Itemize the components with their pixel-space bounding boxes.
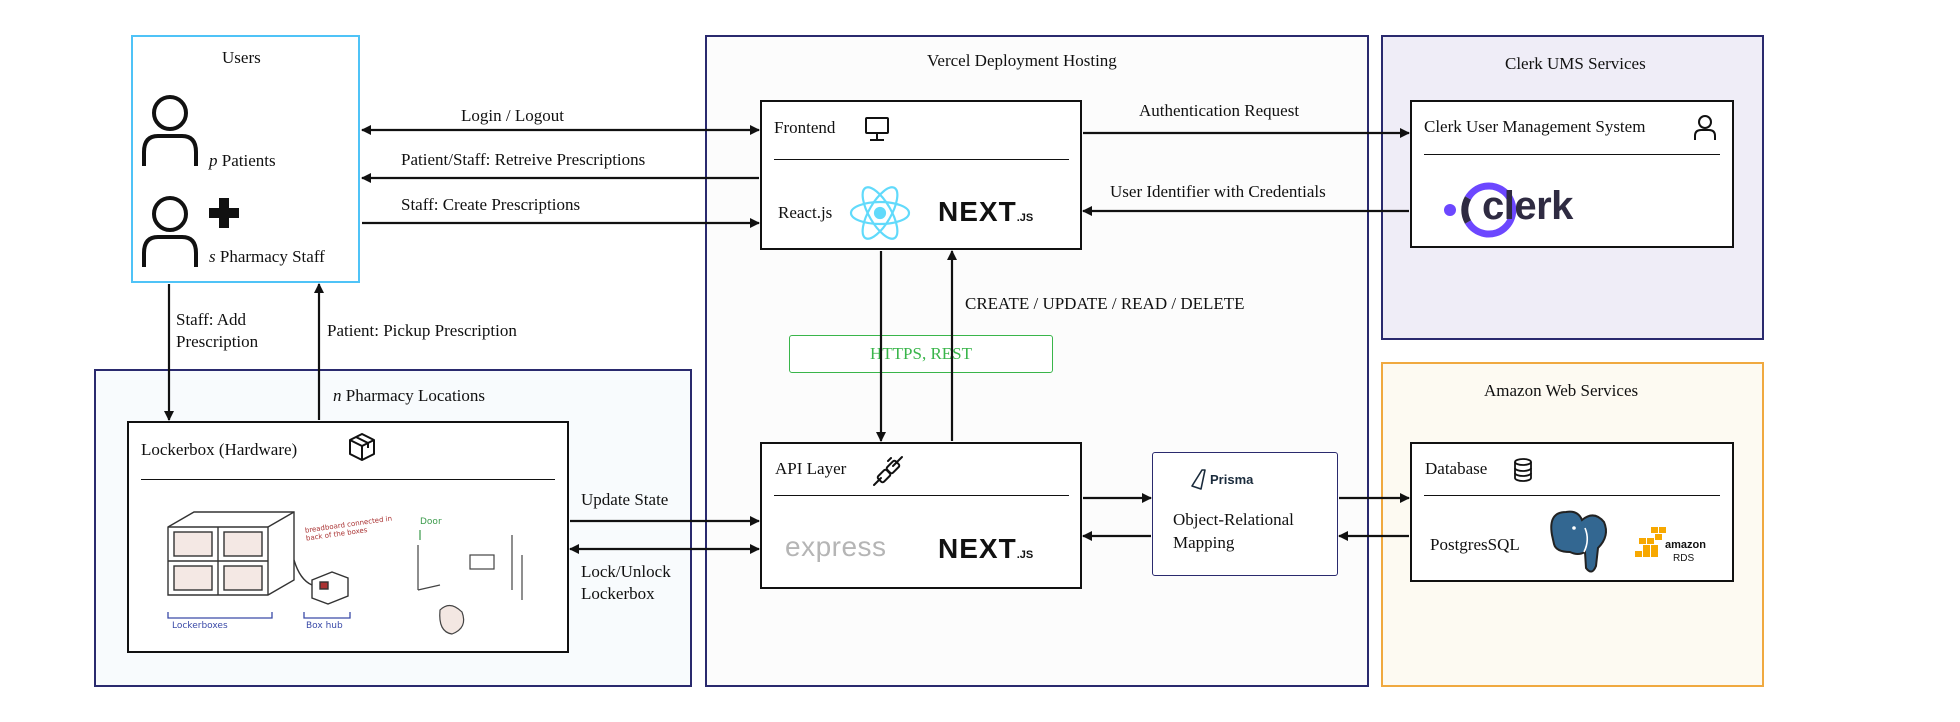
label-login-logout: Login / Logout [461,106,564,125]
sketch-box-hub-label: Box hub [306,621,343,631]
label-lock-unlock-line2: Lockerbox [581,584,655,603]
api-layer-box [760,442,1082,589]
lockerbox-divider [141,479,555,480]
api-divider [774,495,1069,496]
database-label: Database [1425,459,1488,478]
https-rest-box [789,335,1053,373]
clerk-divider [1424,154,1720,155]
prisma-logo-text: Prisma [1210,472,1254,487]
label-patient-pickup: Patient: Pickup Prescription [327,321,517,340]
lockerbox-label: Lockerbox (Hardware) [141,440,298,459]
aws-title: Amazon Web Services [1484,381,1639,400]
label-auth-request: Authentication Request [1139,101,1300,120]
pharmacy-locations-title: n Pharmacy Locations [333,386,485,406]
rds-logo-text: RDS [1673,553,1695,564]
pharmacy-staff-text: Pharmacy Staff [219,247,325,266]
label-create-prescriptions: Staff: Create Prescriptions [401,195,581,214]
nextjs-logo-api: NEXT.JS [938,533,1033,565]
crud-label: CREATE / UPDATE / READ / DELETE [965,294,1245,313]
label-retrieve-prescriptions: Patient/Staff: Retreive Prescriptions [401,150,646,169]
clerk-ums-box [1410,100,1734,248]
orm-label-line1: Object-Relational [1173,510,1294,529]
label-staff-add-line2: Prescription [176,332,259,351]
nextjs-logo-suffix: .JS [1016,549,1034,561]
clerk-title: Clerk UMS Services [1505,54,1646,73]
label-user-identifier: User Identifier with Credentials [1110,182,1326,201]
users-title: Users [222,48,261,67]
pharmacy-staff-label: s Pharmacy Staff [209,247,325,267]
frontend-box [760,100,1082,250]
nextjs-logo-text: NEXT [938,533,1017,564]
clerk-ums-label: Clerk User Management System [1424,117,1646,136]
users-container [131,35,360,283]
sketch-door-label: Door [420,517,442,527]
nextjs-logo-text: NEXT [938,196,1017,227]
postgres-label: PostgresSQL [1430,535,1520,554]
orm-box [1152,452,1338,576]
nextjs-logo-frontend: NEXT.JS [938,196,1033,228]
patients-label: p Patients [209,151,276,171]
clerk-logo-text: clerk [1482,184,1573,228]
express-logo: express [785,531,887,562]
amazon-logo-text: amazon [1665,539,1706,551]
staff-variable: s [209,247,216,266]
label-update-state: Update State [581,490,669,509]
react-label: React.js [778,203,833,222]
https-rest-label: HTTPS, REST [869,344,973,363]
pharmacy-locations-label: Pharmacy Locations [345,386,486,405]
nextjs-logo-suffix: .JS [1016,212,1034,224]
frontend-label: Frontend [774,118,836,137]
vercel-title: Vercel Deployment Hosting [927,51,1117,70]
api-layer-label: API Layer [775,459,847,478]
patients-variable: p [209,151,218,170]
sketch-lockerboxes-label: Lockerboxes [172,621,228,631]
orm-label-line2: Mapping [1173,533,1235,552]
label-lock-unlock-line1: Lock/Unlock [581,562,671,581]
frontend-divider [774,159,1069,160]
pharmacy-count-variable: n [333,386,342,405]
label-staff-add-line1: Staff: Add [176,310,247,329]
patients-text: Patients [221,151,276,170]
database-divider [1424,495,1720,496]
